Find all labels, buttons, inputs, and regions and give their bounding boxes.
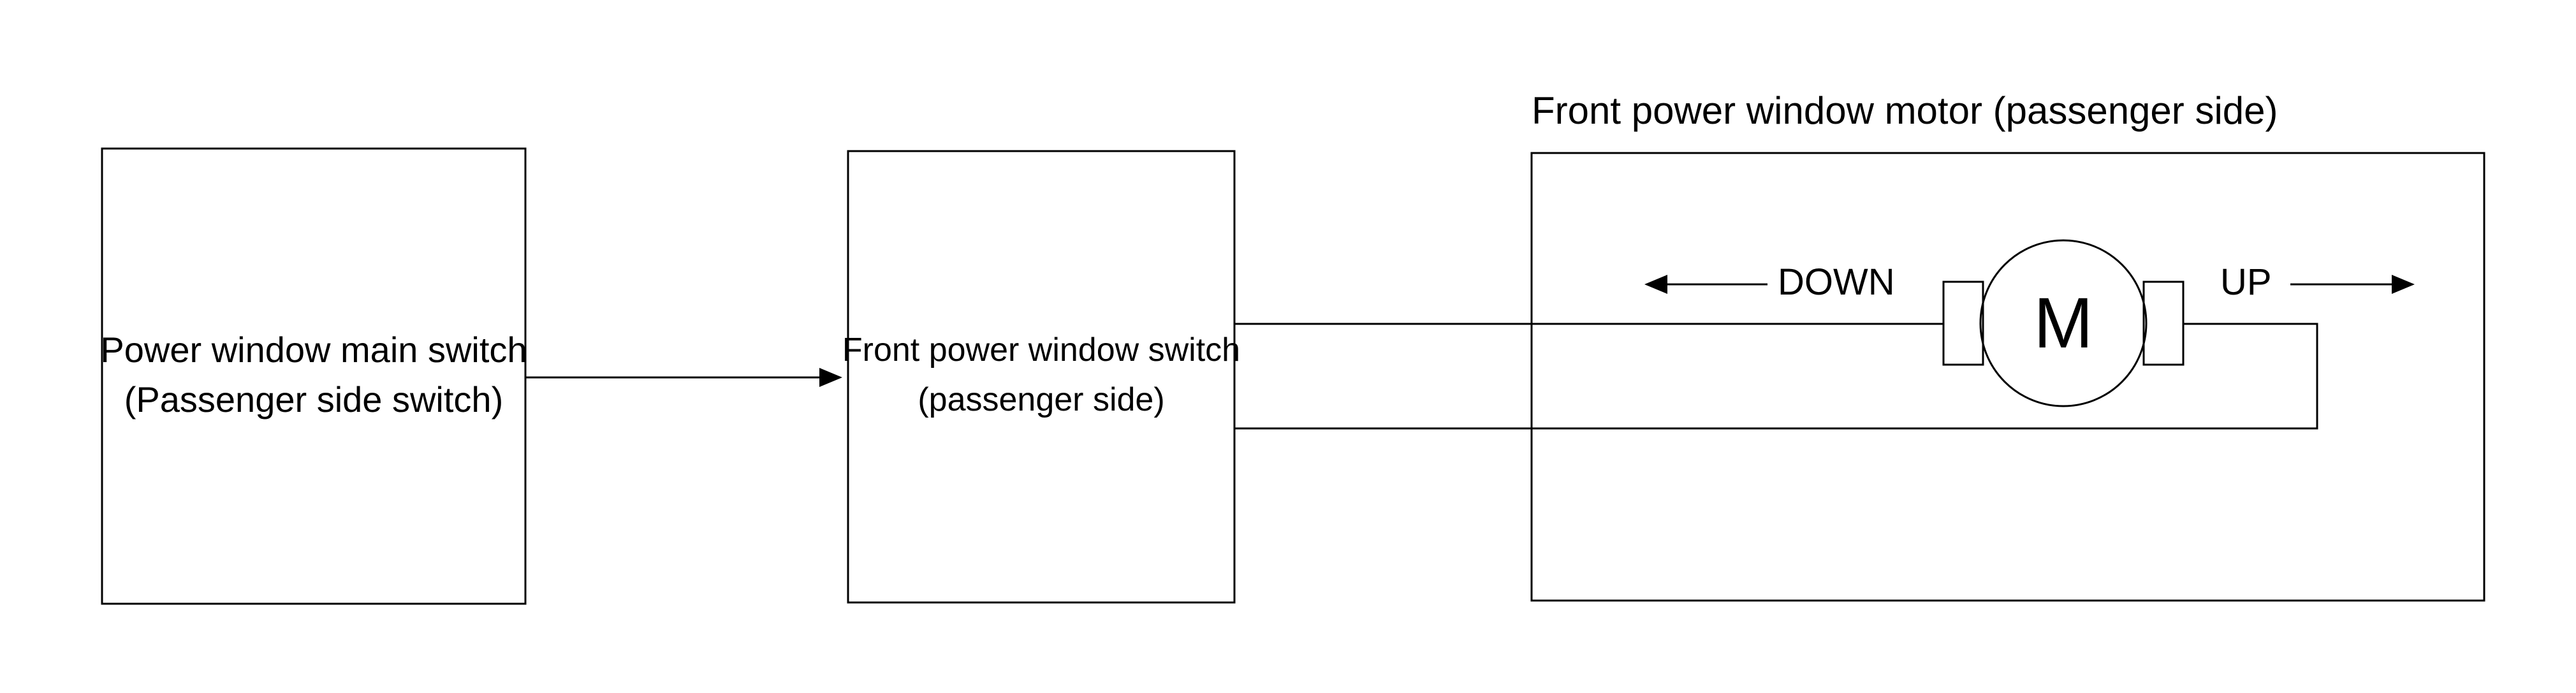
front-switch-block: Front power window switch (passenger sid… <box>842 150 1240 604</box>
motor-symbol-icon <box>1979 239 2148 407</box>
main-switch-label-line1: Power window main switch <box>100 330 527 370</box>
motor-symbol-label: M <box>2033 283 2093 363</box>
up-label: UP <box>2220 261 2272 303</box>
motor-block: Front power window motor (passenger side… <box>1530 89 2485 602</box>
motor-box <box>1530 152 2485 602</box>
front-switch-label-line1: Front power window switch <box>842 332 1240 368</box>
wire-lower <box>1234 323 2318 430</box>
motor-block-title: Front power window motor (passenger side… <box>1532 89 2278 132</box>
front-switch-label-line2: (passenger side) <box>918 381 1164 418</box>
motor-brush-right <box>2142 281 2184 366</box>
main-switch-label-line2: (Passenger side switch) <box>124 379 503 419</box>
main-switch-box <box>101 147 527 605</box>
front-switch-box <box>847 150 1236 604</box>
main-switch-block: Power window main switch (Passenger side… <box>100 147 527 605</box>
motor-brush-left <box>1942 281 1984 366</box>
down-label: DOWN <box>1778 261 1895 303</box>
